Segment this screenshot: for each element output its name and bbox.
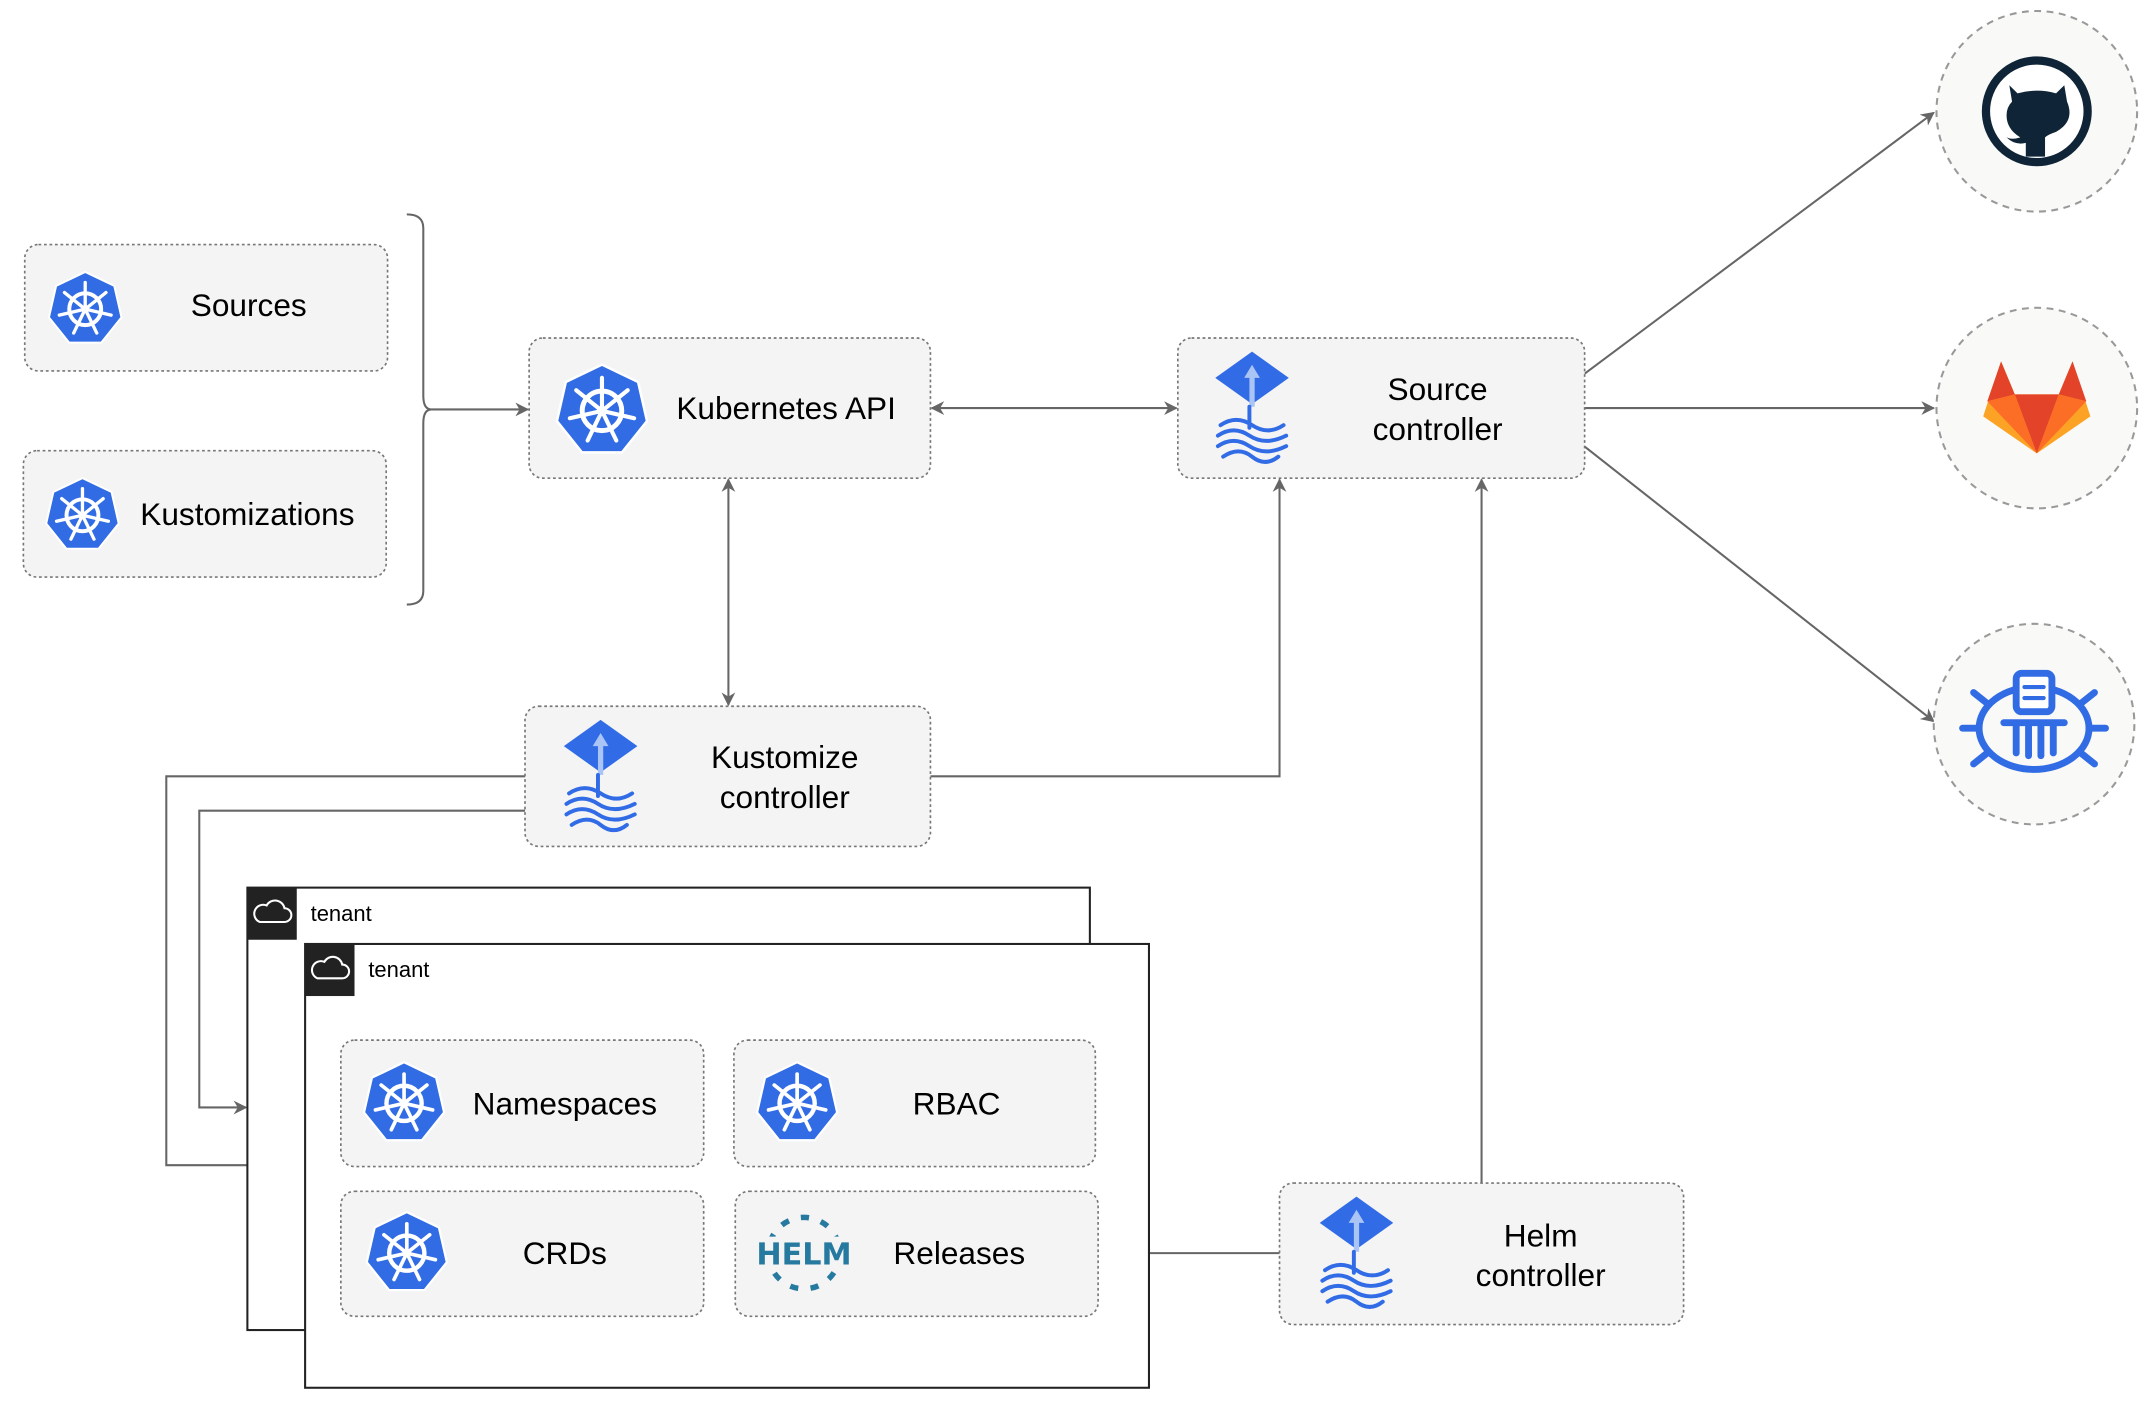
edges	[165, 111, 1936, 1260]
node-label: controller	[720, 779, 850, 815]
node-crds[interactable]: CRDs	[340, 1190, 705, 1318]
edge-kustomize-to-source	[930, 478, 1287, 778]
node-source-controller[interactable]: Source controller	[1177, 337, 1586, 479]
cloud-icon	[247, 887, 297, 940]
edge-source-to-github	[1584, 111, 1935, 375]
svg-text:HELM: HELM	[756, 1237, 851, 1272]
gitlab-source[interactable]	[1935, 306, 2139, 510]
tenant-label: tenant	[368, 957, 429, 982]
node-label: controller	[1373, 411, 1503, 447]
node-label: Namespaces	[473, 1085, 657, 1121]
tenant-label: tenant	[311, 901, 372, 926]
edge-kustomize-to-tenant-back	[198, 809, 526, 1115]
node-rbac[interactable]: RBAC	[733, 1039, 1097, 1168]
gitlab-icon	[1983, 361, 2091, 454]
node-releases[interactable]: HELM Releases	[734, 1190, 1099, 1318]
node-label: Sources	[191, 287, 307, 323]
node-label: Kubernetes API	[676, 390, 896, 426]
helm-icon: HELM	[756, 1214, 852, 1292]
node-label: Helm	[1504, 1217, 1578, 1253]
node-kubernetes-api[interactable]: Kubernetes API	[528, 337, 932, 479]
node-namespaces[interactable]: Namespaces	[340, 1039, 705, 1168]
node-label: Releases	[893, 1235, 1025, 1271]
edge-kustomize-to-tenant-front	[165, 775, 526, 1173]
node-label: Kustomizations	[140, 496, 354, 532]
node-label: Kustomize	[711, 739, 859, 775]
node-label: Source	[1388, 371, 1488, 407]
node-helm-controller[interactable]: Helm controller	[1278, 1182, 1685, 1326]
brace	[406, 213, 432, 606]
registry-source[interactable]	[1932, 622, 2136, 826]
edge-source-to-registry	[1583, 445, 1935, 723]
node-kustomize-controller[interactable]: Kustomize controller	[524, 705, 932, 848]
node-kustomizations[interactable]: Kustomizations	[22, 449, 388, 578]
node-sources[interactable]: Sources	[23, 243, 389, 372]
cloud-icon	[305, 943, 355, 997]
node-label: controller	[1476, 1257, 1606, 1293]
github-icon	[1981, 56, 2092, 167]
node-label: RBAC	[913, 1085, 1001, 1121]
node-label: CRDs	[523, 1235, 607, 1271]
github-source[interactable]	[1935, 9, 2139, 213]
harbor-registry-icon	[1959, 669, 2109, 773]
